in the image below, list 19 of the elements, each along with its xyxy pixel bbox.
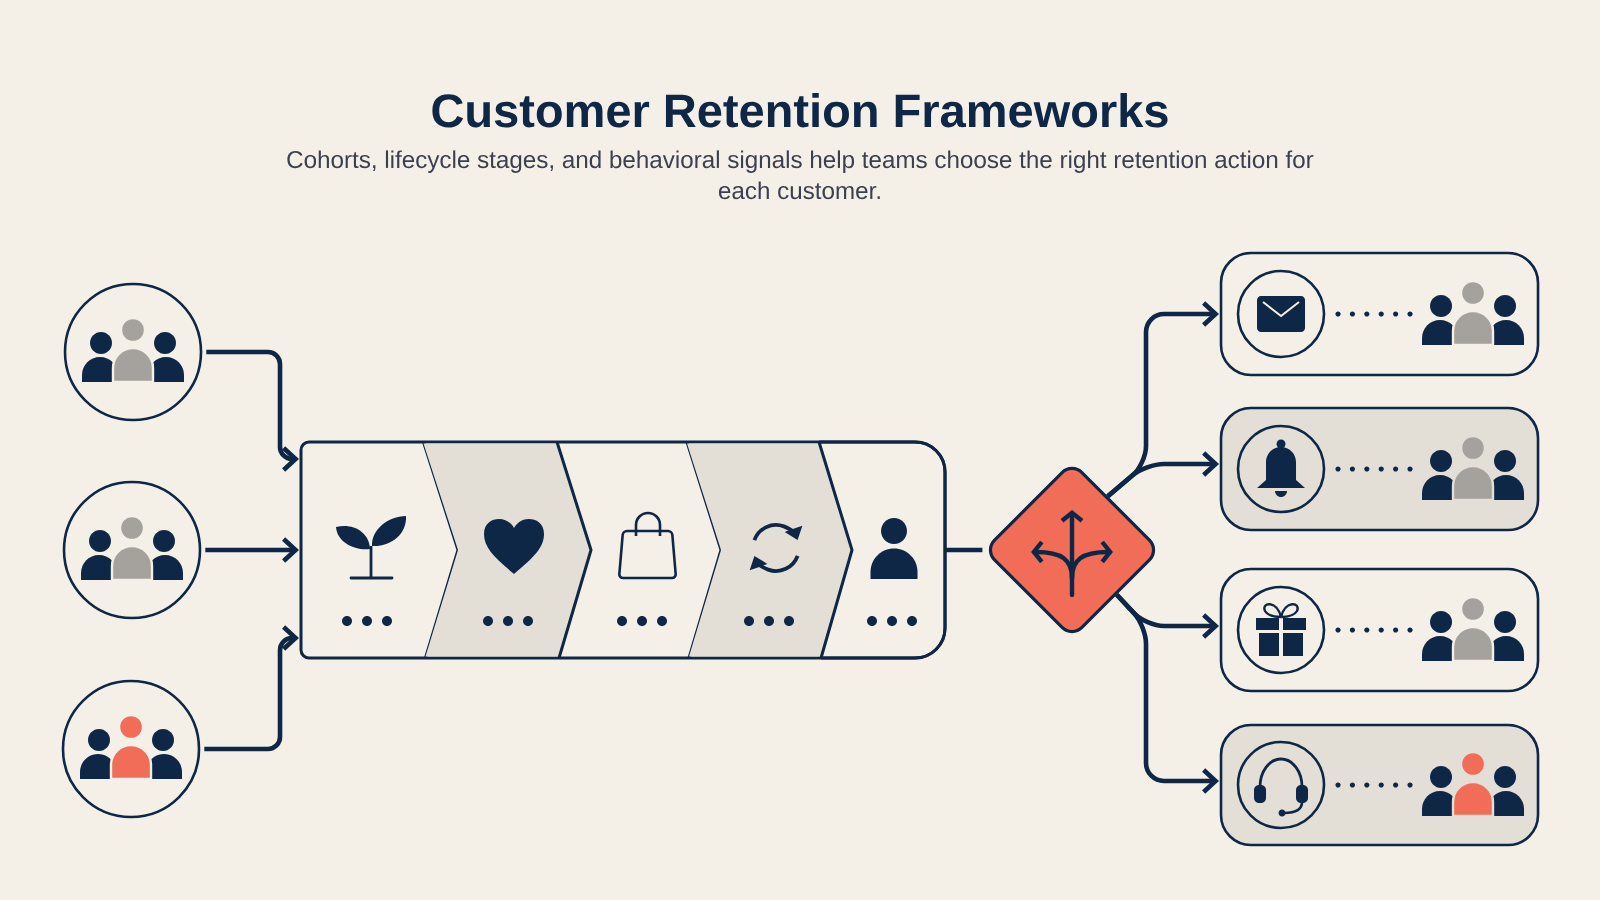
connector-line xyxy=(945,547,983,553)
decision-diamond xyxy=(988,466,1156,634)
arrow xyxy=(1115,593,1219,794)
arrow xyxy=(206,349,299,472)
subtitle: Cohorts, lifecycle stages, and behavioral signals help teams choose the right retention action for each customer. xyxy=(287,150,1314,200)
arrow xyxy=(204,625,299,752)
arrow xyxy=(1106,451,1219,498)
cohort-circle xyxy=(62,480,202,620)
chevron-stage xyxy=(687,441,854,659)
action-card xyxy=(1219,251,1540,377)
chevron-stage xyxy=(819,440,947,660)
cohort-circle xyxy=(63,282,203,422)
cohort-circle xyxy=(61,679,201,819)
chevron-stage xyxy=(423,441,593,659)
chevron-stage xyxy=(422,441,460,659)
action-card xyxy=(1219,567,1540,693)
title: Customer Retention Frameworks xyxy=(432,92,1168,128)
chevron-stage xyxy=(685,441,723,659)
arrow xyxy=(205,537,299,563)
